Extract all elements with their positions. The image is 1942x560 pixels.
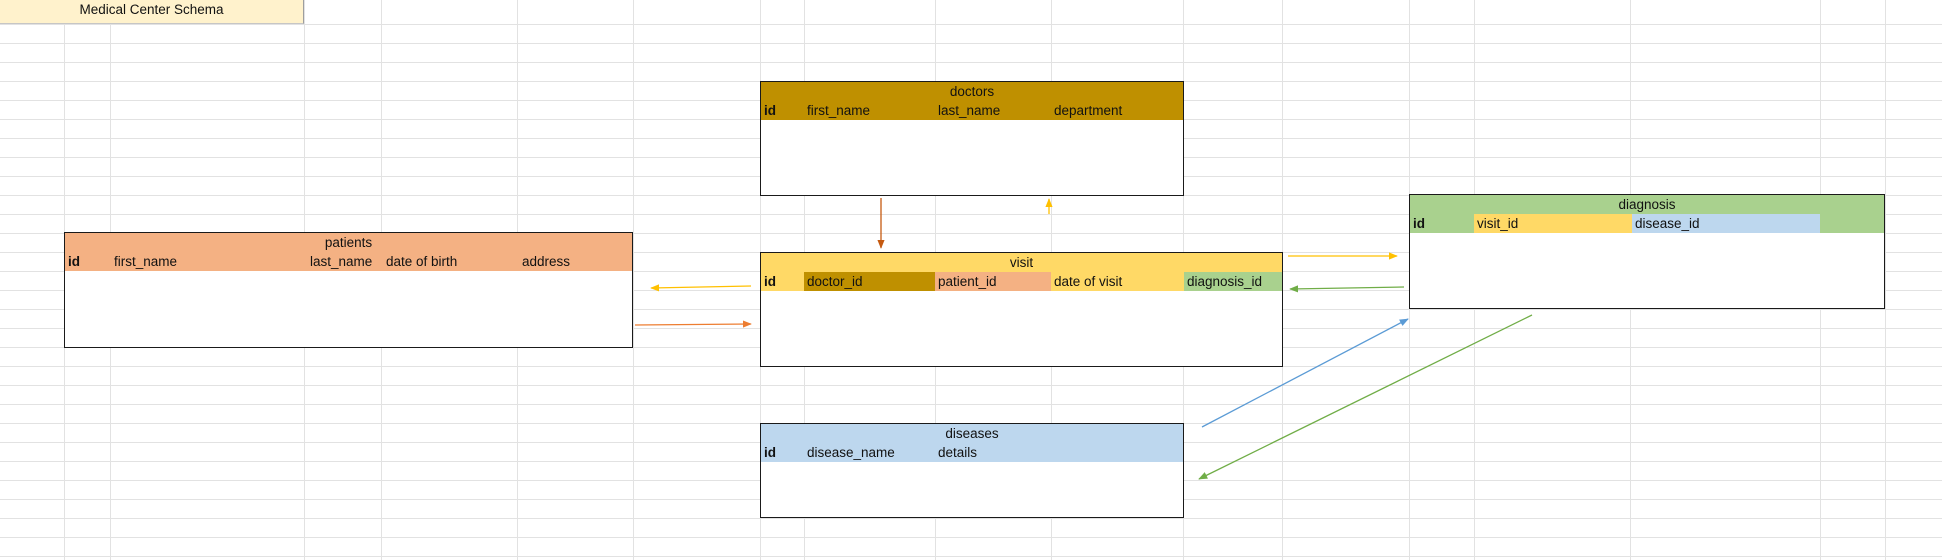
patients-col-last-name: last_name bbox=[310, 254, 373, 269]
patients-table-header: patients bbox=[65, 233, 632, 271]
patients-table-title: patients bbox=[324, 235, 373, 250]
doctors-col-department: department bbox=[1054, 103, 1123, 118]
schema-title: Medical Center Schema bbox=[79, 2, 224, 17]
diagnosis-col-id: id bbox=[1410, 214, 1474, 233]
diseases-col-details: details bbox=[938, 445, 978, 460]
doctors-col-first-name: first_name bbox=[807, 103, 871, 118]
diagnosis-table[interactable]: diagnosis id visit_id disease_id bbox=[1409, 194, 1885, 309]
visit-columns: id doctor_id patient_id date of visit di… bbox=[761, 272, 1282, 291]
diagnosis-columns: id visit_id disease_id bbox=[1410, 214, 1884, 233]
visit-col-id: id bbox=[761, 272, 804, 291]
diagnosis-col-visit-id: visit_id bbox=[1474, 214, 1632, 233]
doctors-columns: id first_name last_name department bbox=[761, 101, 1183, 120]
diseases-col-disease-name: disease_name bbox=[807, 445, 895, 460]
visit-col-diagnosis-id: diagnosis_id bbox=[1184, 272, 1282, 291]
patients-table[interactable]: patients id first_name last_name date of… bbox=[64, 232, 633, 348]
patients-col-address: address bbox=[522, 254, 571, 269]
diagnosis-table-header: diagnosis bbox=[1410, 195, 1884, 214]
doctors-table-header: doctors bbox=[761, 82, 1183, 120]
doctors-table[interactable]: doctors id first_name last_name departme… bbox=[760, 81, 1184, 196]
diseases-columns: id disease_name details bbox=[761, 443, 1183, 462]
visit-col-patient-id: patient_id bbox=[935, 272, 1051, 291]
diseases-col-id: id bbox=[764, 445, 776, 460]
patients-col-id: id bbox=[68, 254, 80, 269]
visit-col-doctor-id: doctor_id bbox=[804, 272, 935, 291]
patients-col-date-of-birth: date of birth bbox=[386, 254, 458, 269]
visit-table-title: visit bbox=[1009, 255, 1034, 270]
patients-col-first-name: first_name bbox=[114, 254, 178, 269]
patients-columns: id first_name last_name date of birth ad… bbox=[65, 252, 632, 271]
visit-table-header: visit bbox=[761, 253, 1282, 272]
doctors-table-title: doctors bbox=[949, 84, 995, 99]
diagnosis-col-disease-id: disease_id bbox=[1632, 214, 1820, 233]
visit-table[interactable]: visit id doctor_id patient_id date of vi… bbox=[760, 252, 1283, 367]
diseases-table[interactable]: diseases id disease_name details bbox=[760, 423, 1184, 518]
schema-title-cell[interactable]: Medical Center Schema bbox=[0, 0, 304, 24]
diseases-table-header: diseases bbox=[761, 424, 1183, 462]
doctors-col-id: id bbox=[764, 103, 776, 118]
diagnosis-table-title: diagnosis bbox=[1618, 197, 1676, 212]
visit-col-date-of-visit: date of visit bbox=[1051, 272, 1184, 291]
doctors-col-last-name: last_name bbox=[938, 103, 1001, 118]
diseases-table-title: diseases bbox=[945, 426, 999, 441]
